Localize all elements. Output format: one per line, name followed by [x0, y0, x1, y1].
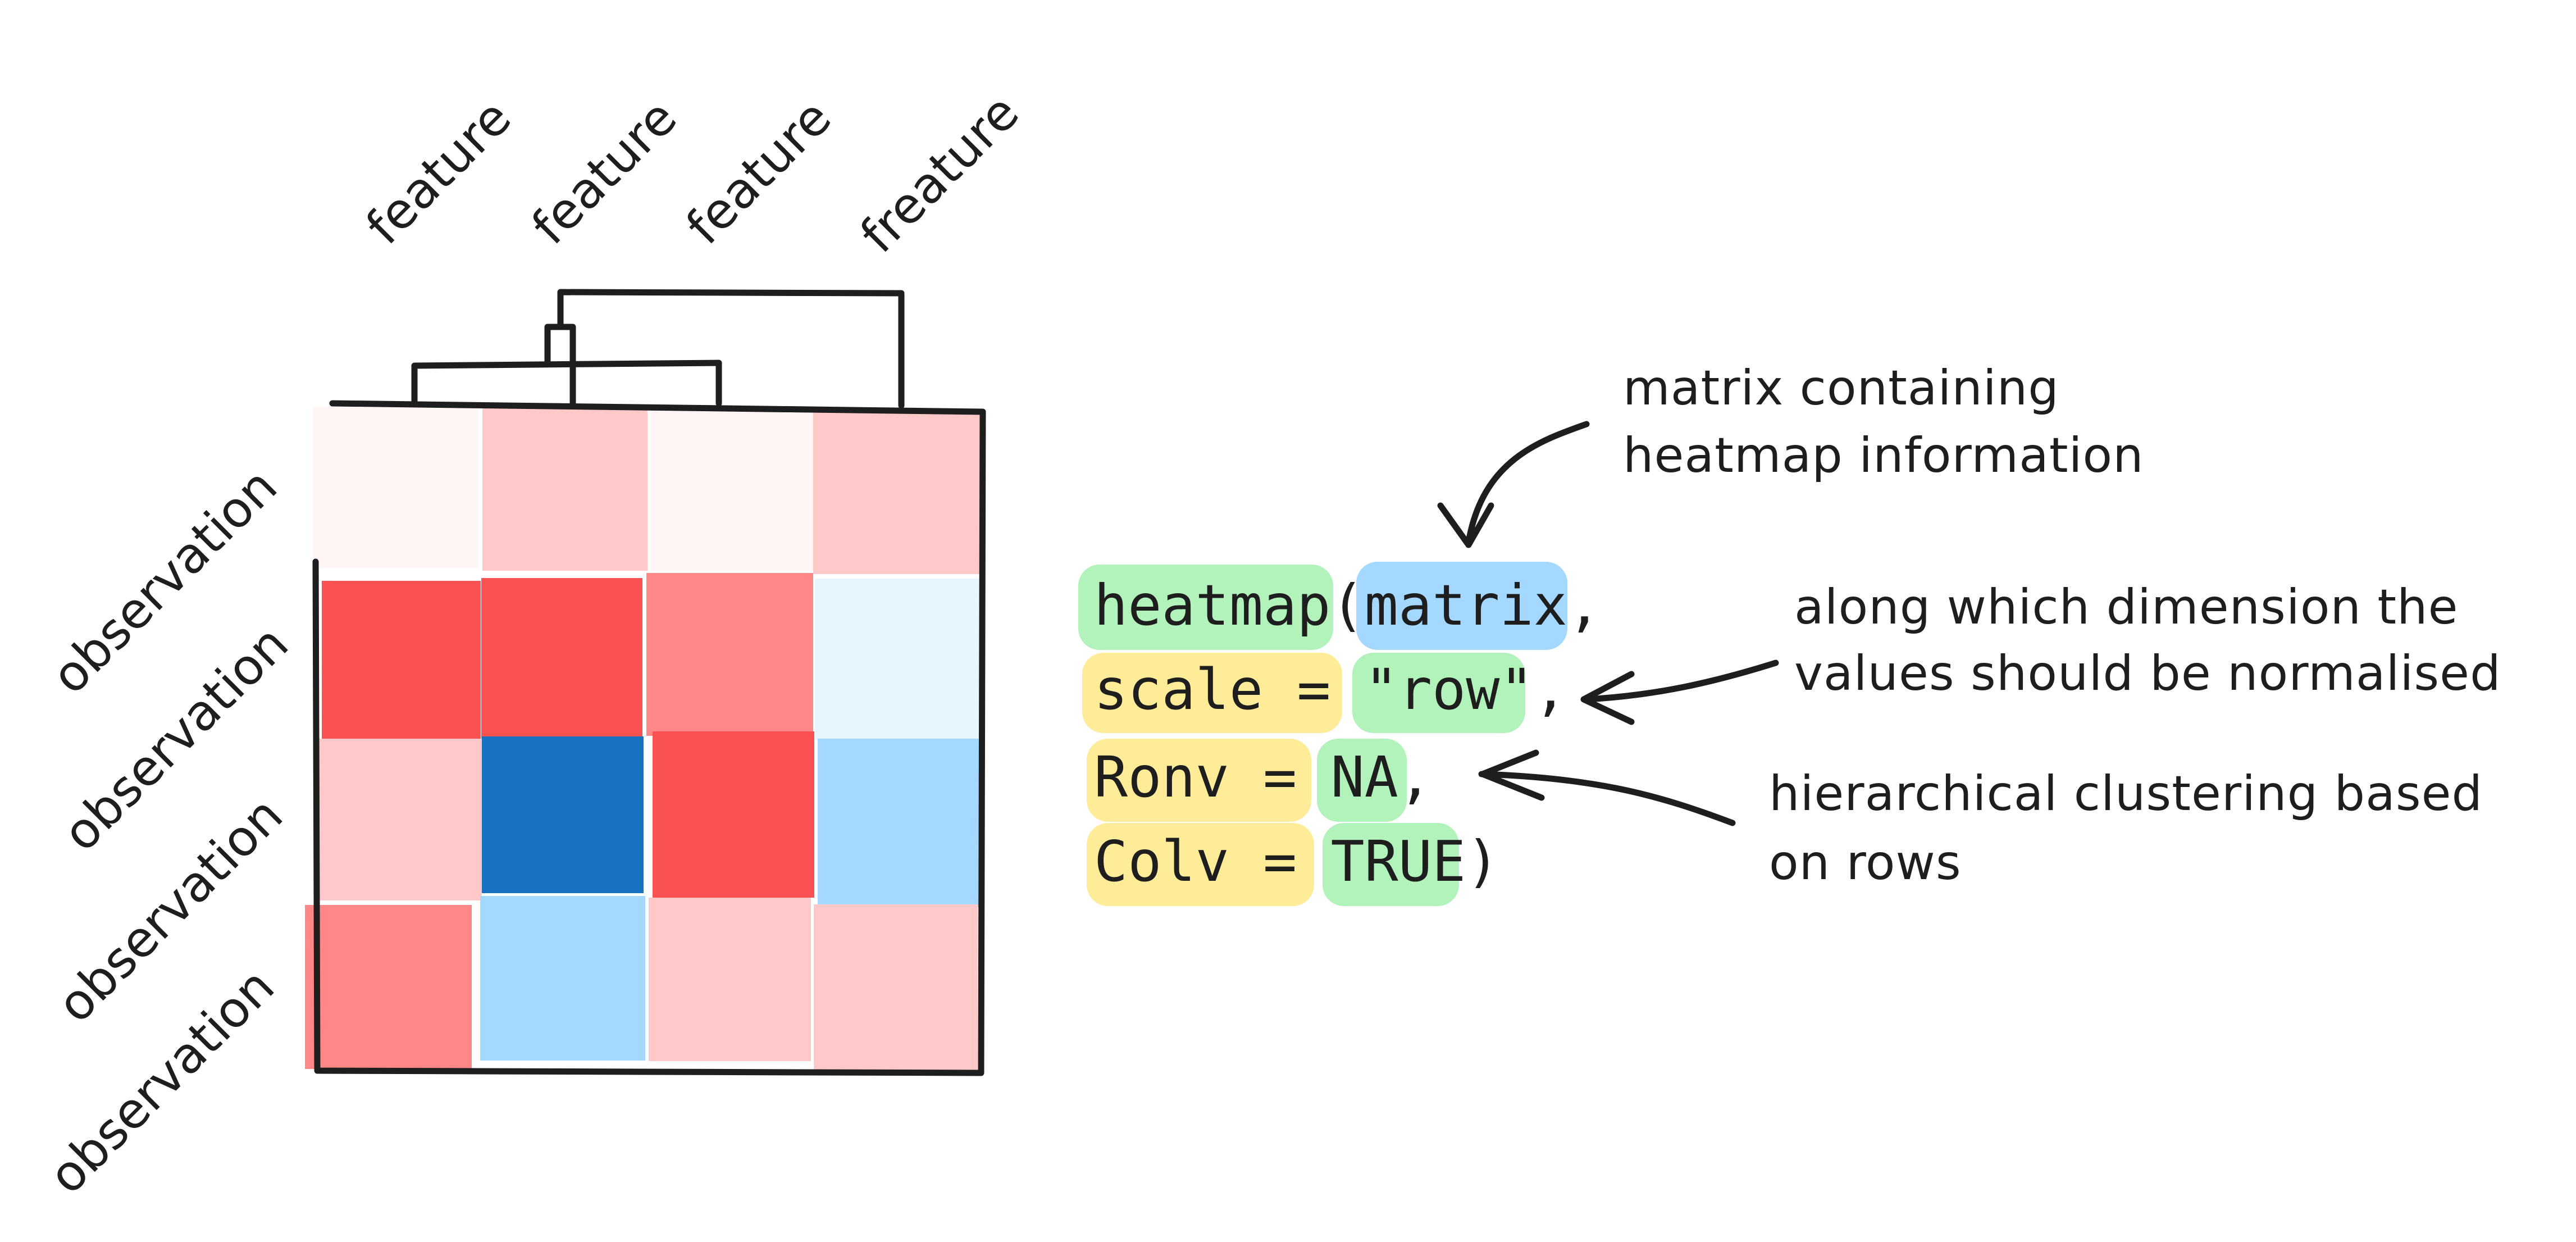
annotation-scale-line-1: along which dimension the	[1794, 579, 2458, 635]
heatmap-cell	[651, 410, 813, 571]
heatmap-cell	[814, 904, 978, 1072]
code-comma: ,	[1398, 744, 1432, 810]
code-param-scale: scale =	[1094, 657, 1365, 722]
heatmap-cell	[813, 412, 981, 574]
annotation-rowv: hierarchical clustering based on rows	[1478, 749, 2483, 891]
frame-line	[312, 400, 986, 1076]
heatmap-cell	[818, 739, 979, 907]
column-labels: feature feature feature freature	[355, 83, 1030, 264]
code-line-4: Colv = TRUE)	[1094, 829, 1499, 894]
arrow-rowv	[1478, 771, 1736, 826]
column-label: feature	[355, 88, 522, 255]
heatmap-cell	[313, 407, 478, 568]
annotation-matrix-line-2: heatmap information	[1623, 427, 2144, 484]
code-comma: ,	[1534, 657, 1567, 722]
dendrogram-branch	[411, 360, 722, 407]
code-line-1: heatmap(matrix,	[1094, 572, 1601, 638]
heatmap-cell	[319, 739, 482, 900]
highlight-colv	[1087, 823, 1314, 906]
heatmap-cell	[482, 736, 644, 893]
heatmap-cell	[646, 573, 813, 736]
code-param-colv: Colv =	[1094, 829, 1330, 894]
heatmap-cell	[482, 407, 648, 571]
highlight-scale	[1082, 653, 1342, 733]
annotation-scale-line-2: values should be normalised	[1794, 645, 2501, 702]
annotation-rowv-line-1: hierarchical clustering based	[1769, 766, 2483, 822]
heatmap-cell	[480, 896, 645, 1061]
heatmap-cell	[815, 579, 982, 740]
column-label: freature	[849, 83, 1030, 264]
arrowhead-matrix	[1437, 502, 1494, 548]
column-dendrogram	[411, 289, 905, 409]
highlight-row	[1352, 653, 1525, 733]
annotation-scale: along which dimension the values should …	[1580, 579, 2501, 725]
heatmap-grid	[305, 407, 982, 1072]
row-labels: observation observation observation obse…	[38, 457, 299, 1205]
annotation-matrix: matrix containing heatmap information	[1437, 360, 2144, 548]
heatmap-cell	[481, 578, 642, 739]
arrowhead-rowv	[1479, 749, 1545, 801]
code-line-3: Ronv = NA,	[1094, 744, 1432, 810]
heatmap-cell	[322, 581, 481, 739]
arrow-matrix	[1465, 421, 1590, 545]
highlight-na	[1317, 739, 1407, 822]
dendrogram-branch	[544, 324, 576, 366]
code-block: heatmap(matrix, scale = "row", Ronv = NA…	[1094, 572, 1601, 894]
annotation-rowv-line-2: on rows	[1769, 835, 1962, 891]
heatmap-cell	[649, 898, 811, 1061]
code-highlights	[1078, 562, 1567, 906]
arrowhead-scale	[1580, 671, 1635, 725]
code-close-paren: )	[1466, 829, 1499, 894]
heatmap-cell	[305, 905, 472, 1069]
arrow-scale	[1583, 659, 1779, 703]
highlight-true	[1323, 823, 1459, 906]
code-value-row: "row"	[1365, 657, 1534, 722]
code-open-paren: (	[1330, 572, 1364, 638]
highlight-ronv	[1087, 739, 1311, 822]
code-param-ronv: Ronv =	[1094, 744, 1330, 810]
highlight-heatmap	[1078, 565, 1333, 650]
code-arg-matrix: matrix	[1365, 572, 1567, 638]
code-value-true: TRUE	[1330, 829, 1466, 894]
code-value-na: NA	[1330, 744, 1398, 810]
column-label: feature	[521, 88, 687, 255]
highlight-matrix	[1356, 562, 1567, 650]
code-comma: ,	[1567, 572, 1601, 638]
column-label: feature	[675, 88, 842, 255]
code-fn: heatmap	[1094, 572, 1330, 638]
annotation-matrix-line-1: matrix containing	[1623, 360, 2059, 416]
code-line-2: scale = "row",	[1094, 657, 1567, 722]
heatmap-cell	[653, 731, 814, 898]
matrix-frame	[312, 400, 986, 1076]
dendrogram-branch	[557, 289, 905, 409]
